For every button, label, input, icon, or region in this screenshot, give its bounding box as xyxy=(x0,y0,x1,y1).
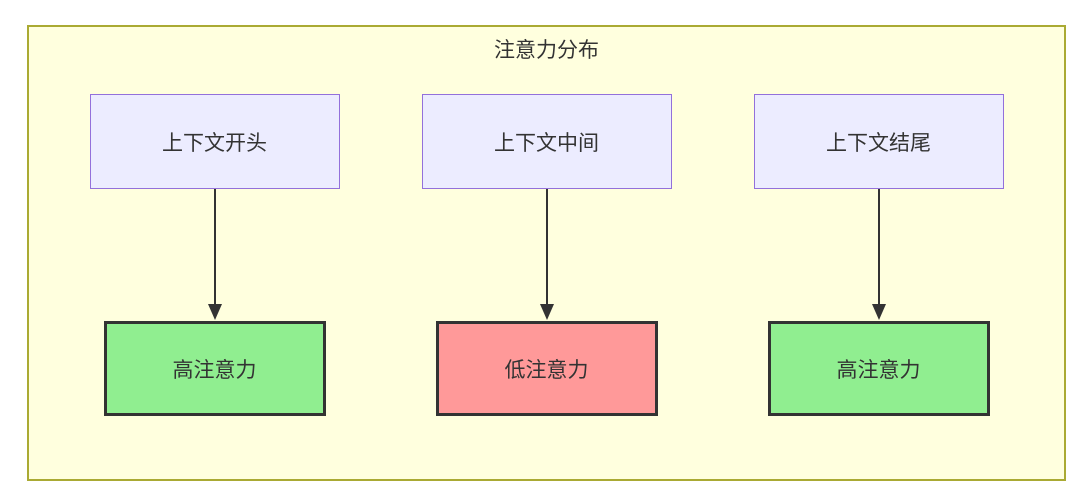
column-context-end: 上下文结尾 高注意力 xyxy=(753,94,1004,416)
node-high-attention-1: 高注意力 xyxy=(103,321,326,416)
node-context-end: 上下文结尾 xyxy=(753,94,1004,189)
column-context-start: 上下文开头 高注意力 xyxy=(89,94,340,416)
diagram-columns: 上下文开头 高注意力 上下文中间 低注意力 xyxy=(29,94,1064,416)
arrow-down-icon xyxy=(205,189,225,321)
node-low-attention: 低注意力 xyxy=(435,321,658,416)
node-context-start: 上下文开头 xyxy=(89,94,340,189)
node-context-middle: 上下文中间 xyxy=(421,94,672,189)
attention-distribution-diagram: 注意力分布 上下文开头 高注意力 上下文中间 xyxy=(27,25,1066,481)
arrow-down-icon xyxy=(537,189,557,321)
diagram-title: 注意力分布 xyxy=(494,39,599,62)
arrow-down-icon xyxy=(869,189,889,321)
column-context-middle: 上下文中间 低注意力 xyxy=(421,94,672,416)
node-high-attention-2: 高注意力 xyxy=(767,321,990,416)
